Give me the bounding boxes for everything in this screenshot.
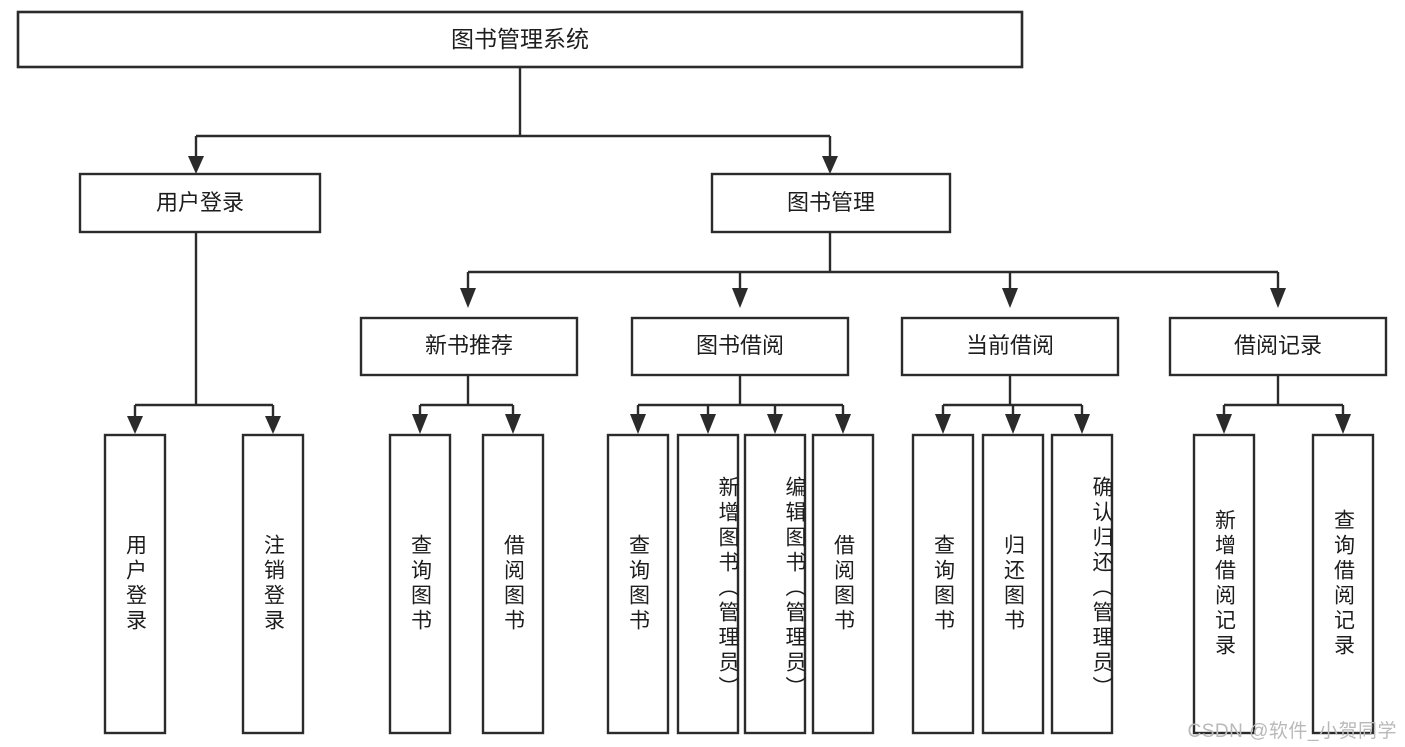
node-current-borrow-box[interactable] xyxy=(900,316,1120,377)
leaf-edit-book-box[interactable] xyxy=(743,433,807,735)
node-book-borrow-label: 图书借阅 xyxy=(696,333,784,358)
node-book-borrow-box[interactable] xyxy=(630,316,850,377)
connector-layer xyxy=(127,67,1351,434)
leaf-borrow-book-1-box[interactable] xyxy=(481,433,545,735)
arrowhead-leaf-user-login xyxy=(127,416,143,434)
arrowhead-book-borrow xyxy=(732,288,748,308)
node-user-login-label: 用户登录 xyxy=(156,190,244,215)
arrowhead-leaf-logout xyxy=(265,416,281,434)
arrowhead-leaf-query-record xyxy=(1335,414,1351,434)
arrowhead-leaf-edit-book xyxy=(767,414,783,434)
arrowhead-leaf-query-book-3 xyxy=(935,414,951,434)
leaf-confirm-return-box[interactable] xyxy=(1050,433,1114,735)
arrowhead-current-borrow xyxy=(1002,288,1018,308)
leaf-query-record-box[interactable] xyxy=(1311,433,1375,735)
node-new-book-recommend-label: 新书推荐 xyxy=(425,333,513,358)
arrowhead-user-login xyxy=(188,156,204,174)
node-current-borrow-label: 当前借阅 xyxy=(966,333,1054,358)
leaf-logout-box[interactable] xyxy=(241,433,305,735)
arrowhead-book-management xyxy=(822,156,838,174)
node-root-label: 图书管理系统 xyxy=(451,26,589,52)
node-root-box[interactable] xyxy=(16,10,1024,69)
arrowhead-leaf-add-record xyxy=(1216,414,1232,434)
leaf-user-login-box[interactable] xyxy=(103,433,167,735)
arrowhead-leaf-query-book-1 xyxy=(412,414,428,434)
arrowhead-leaf-confirm-return xyxy=(1074,414,1090,434)
node-layer: 图书管理系统 用户登录 图书管理 新书推荐 图书借阅 当前借阅 借阅记录 xyxy=(16,10,1388,735)
leaf-add-book-box[interactable] xyxy=(676,433,740,735)
arrowhead-leaf-query-book-2 xyxy=(630,414,646,434)
arrowhead-leaf-borrow-book-1 xyxy=(505,414,521,434)
arrowhead-leaf-return-book xyxy=(1005,414,1021,434)
node-new-book-recommend-box[interactable] xyxy=(359,316,579,377)
leaf-query-book-2-box[interactable] xyxy=(606,433,670,735)
node-borrow-record-box[interactable] xyxy=(1168,316,1388,377)
leaf-return-book-box[interactable] xyxy=(981,433,1045,735)
leaf-borrow-book-2-box[interactable] xyxy=(811,433,875,735)
node-book-management-box[interactable] xyxy=(710,172,952,234)
arrowhead-leaf-add-book xyxy=(700,414,716,434)
node-book-management-label: 图书管理 xyxy=(787,190,875,215)
node-borrow-record-label: 借阅记录 xyxy=(1234,333,1322,358)
node-user-login-box[interactable] xyxy=(78,172,322,234)
leaf-query-book-1-box[interactable] xyxy=(388,433,452,735)
arrowhead-new-book-recommend xyxy=(460,288,476,308)
leaf-add-record-box[interactable] xyxy=(1192,433,1256,735)
watermark-text: CSDN @软件_小贺同学 xyxy=(1187,721,1397,742)
arrowhead-borrow-record xyxy=(1270,288,1286,308)
leaf-query-book-3-box[interactable] xyxy=(911,433,975,735)
arrowhead-leaf-borrow-book-2 xyxy=(835,414,851,434)
